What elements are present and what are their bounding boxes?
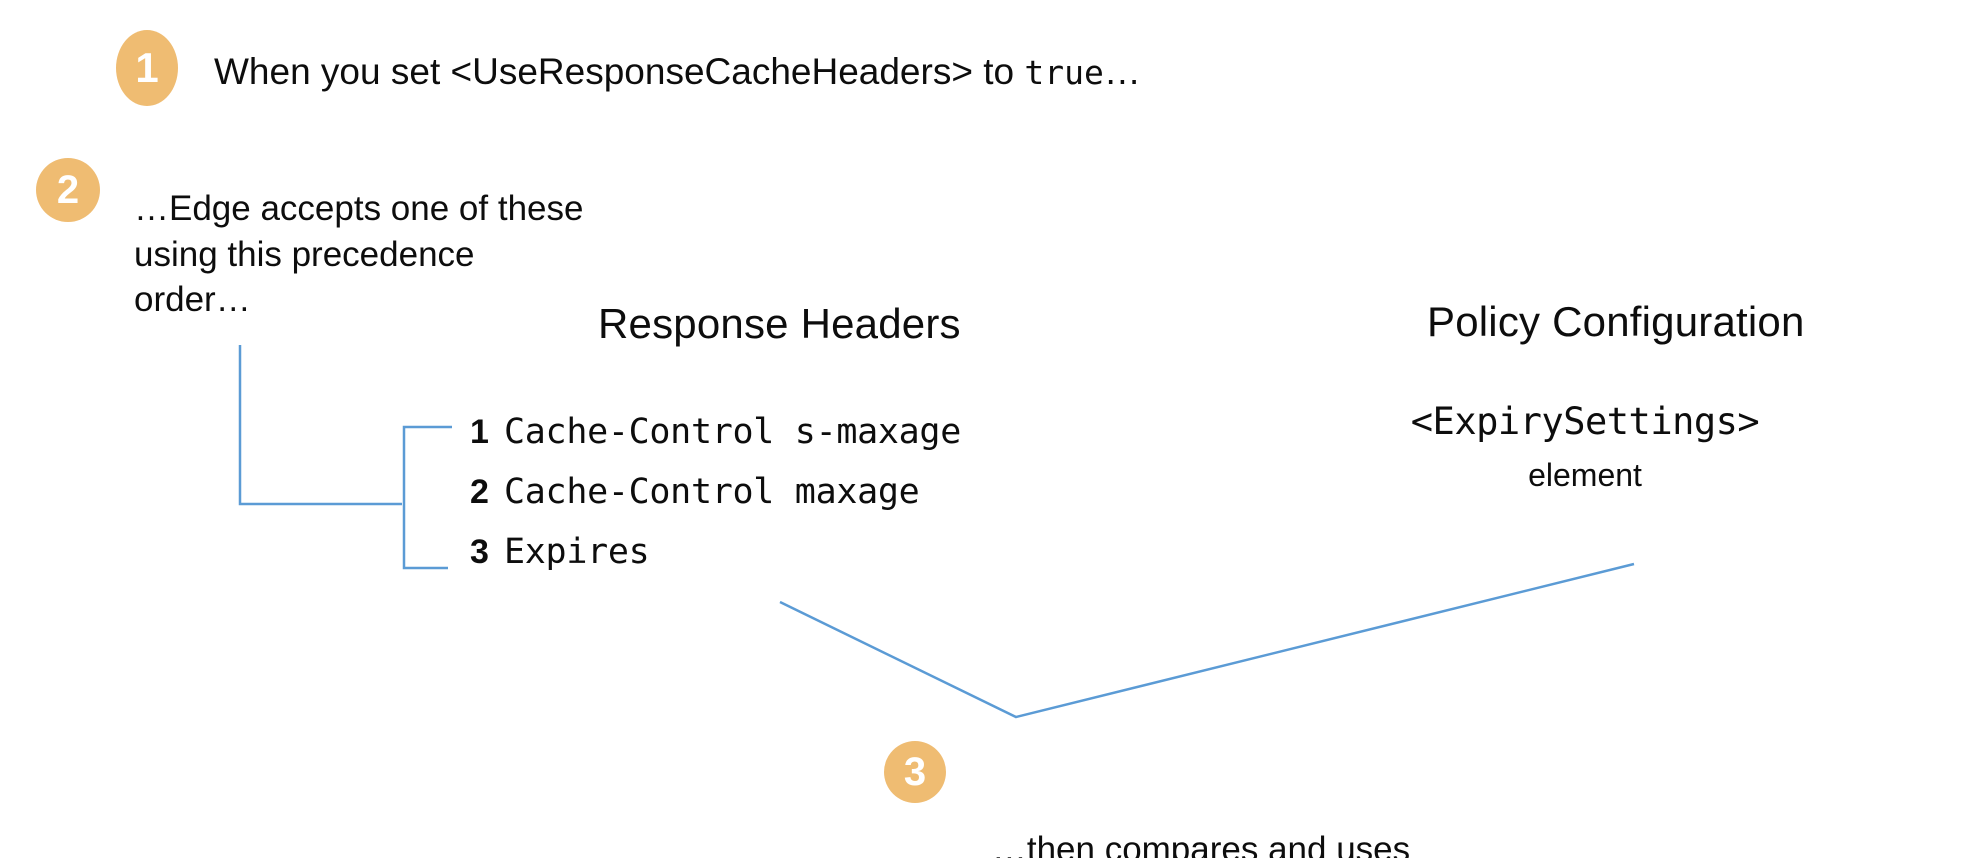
list-item-number: 2 [470,473,489,511]
policy-element-tag: <ExpirySettings> [1410,400,1760,443]
list-item-label: Cache-Control maxage [504,472,920,512]
list-item-number: 3 [470,533,489,571]
step-badge-2: 2 [36,158,100,222]
precedence-list: 1 Cache-Control s-maxage 2 Cache-Control… [470,412,961,592]
policy-configuration-body: <ExpirySettings> element [1380,400,1790,494]
step-badge-3: 3 [884,741,946,803]
step-1-text-prefix: When you set <UseResponseCacheHeaders> t… [214,51,1025,92]
step-2-text: …Edge accepts one of these using this pr… [134,189,584,319]
list-item: 2 Cache-Control maxage [470,472,961,532]
step-1-text-suffix: … [1103,51,1141,92]
list-item-label: Expires [504,532,650,572]
step-3-text-line-1: …then compares and uses [991,830,1411,858]
list-item-label: Cache-Control s-maxage [504,412,961,452]
step-badge-1: 1 [116,30,178,106]
policy-element-subtitle: element [1528,457,1642,493]
list-item: 3 Expires [470,532,961,592]
step-1-text: When you set <UseResponseCacheHeaders> t… [214,48,1141,95]
list-item: 1 Cache-Control s-maxage [470,412,961,472]
response-headers-heading: Response Headers [598,300,961,347]
step-1-text-value: true [1024,53,1104,92]
list-item-number: 1 [470,413,489,451]
step-3-text: …then compares and uses the lesser of th… [966,736,1436,858]
connector-step2-elbow [238,345,402,506]
connector-list-bracket [402,425,452,570]
policy-configuration-heading: Policy Configuration [1427,298,1805,345]
